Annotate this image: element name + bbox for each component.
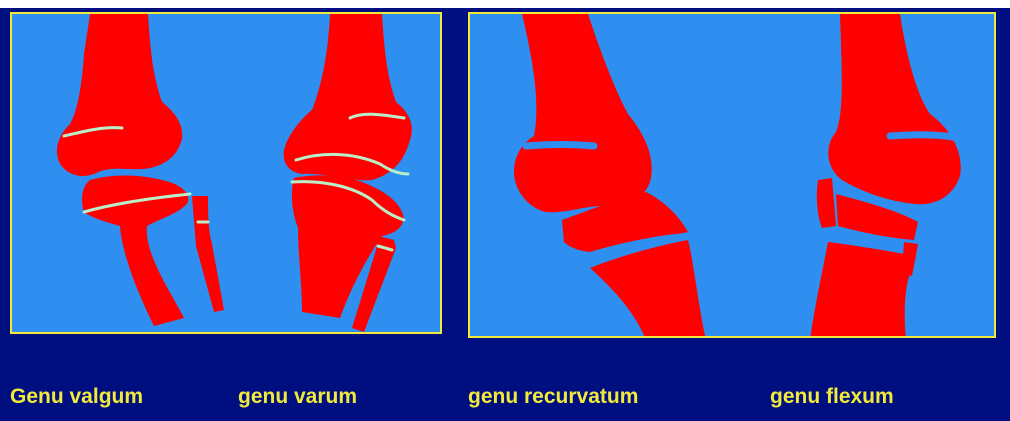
- flexum-fibula: [902, 242, 918, 276]
- recurvatum-tibia: [590, 240, 706, 338]
- frontal-view-panel: [10, 12, 442, 334]
- valgum-fibula: [192, 196, 224, 312]
- label-genu-varum: genu varum: [238, 384, 357, 410]
- flexum-patella-gap: [890, 135, 958, 138]
- recurvatum-femur: [514, 14, 652, 212]
- valgum-tibia: [82, 176, 188, 327]
- flexum-femur: [828, 14, 960, 204]
- flexum-patella: [817, 178, 836, 228]
- label-genu-flexum: genu flexum: [770, 384, 894, 410]
- lateral-view-drawing: [470, 14, 996, 338]
- slide-background: Genu valgum genu varum genu recurvatum g…: [0, 8, 1010, 421]
- genu-varum-knee: [284, 14, 412, 332]
- label-genu-recurvatum: genu recurvatum: [468, 384, 638, 410]
- genu-flexum-knee: [810, 14, 961, 338]
- recurvatum-patella-gap: [526, 145, 594, 147]
- genu-valgum-knee: [57, 14, 224, 326]
- genu-recurvatum-knee: [514, 14, 706, 338]
- frontal-view-drawing: [12, 14, 442, 334]
- label-genu-valgum: Genu valgum: [10, 384, 143, 410]
- valgum-femur: [57, 14, 182, 176]
- flexum-tibia: [810, 242, 916, 338]
- lateral-view-panel: [468, 12, 996, 338]
